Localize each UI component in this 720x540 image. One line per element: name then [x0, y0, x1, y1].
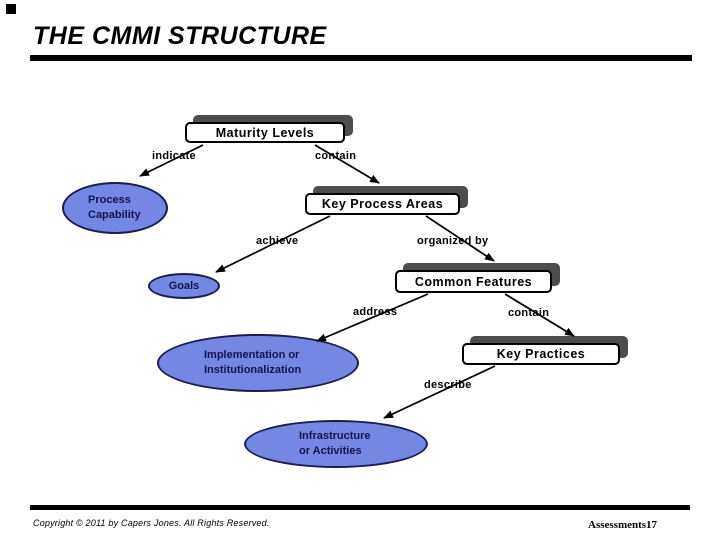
goals-label: Goals: [168, 279, 200, 292]
edge-label-achieve: achieve: [256, 235, 299, 247]
maturity-levels-box: Maturity Levels: [185, 122, 345, 143]
process-capability-ellipse: Process Capability: [62, 182, 168, 234]
page-label: Assessments17: [588, 519, 658, 531]
infrastructure-line2: or Activities: [299, 445, 362, 457]
key-practices-label: Key Practices: [496, 347, 586, 361]
key-process-areas-label: Key Process Areas: [321, 197, 444, 211]
title-underline-rule: [30, 55, 692, 61]
edge-label-describe: describe: [424, 379, 472, 391]
infrastructure-line1: Infrastructure: [299, 430, 371, 442]
goals-ellipse: Goals: [148, 273, 220, 299]
common-features-label: Common Features: [414, 274, 533, 289]
common-features-box: Common Features: [395, 270, 552, 293]
implementation-line2: Institutionalization: [204, 364, 302, 376]
corner-square-mark: [6, 4, 16, 14]
edge-label-indicate: indicate: [152, 150, 196, 162]
edge-label-organized-by: organized by: [417, 235, 489, 247]
key-practices-box: Key Practices: [462, 343, 620, 365]
copyright-text: Copyright © 2011 by Capers Jones. All Ri…: [33, 518, 270, 528]
implementation-line1: Implementation or: [204, 349, 300, 361]
edge-label-contain-bottom: contain: [508, 307, 550, 319]
key-process-areas-box: Key Process Areas: [305, 193, 460, 215]
footer-rule: [30, 505, 690, 510]
maturity-levels-label: Maturity Levels: [215, 125, 315, 140]
edge-label-address: address: [353, 306, 398, 318]
edge-label-contain-top: contain: [315, 150, 357, 162]
arrow-describe: [383, 365, 496, 419]
infrastructure-ellipse: Infrastructure or Activities: [244, 420, 428, 468]
process-capability-line2: Capability: [88, 209, 141, 221]
process-capability-line1: Process: [88, 194, 131, 206]
slide-title: THE CMMI STRUCTURE: [33, 22, 327, 50]
implementation-ellipse: Implementation or Institutionalization: [157, 334, 359, 392]
